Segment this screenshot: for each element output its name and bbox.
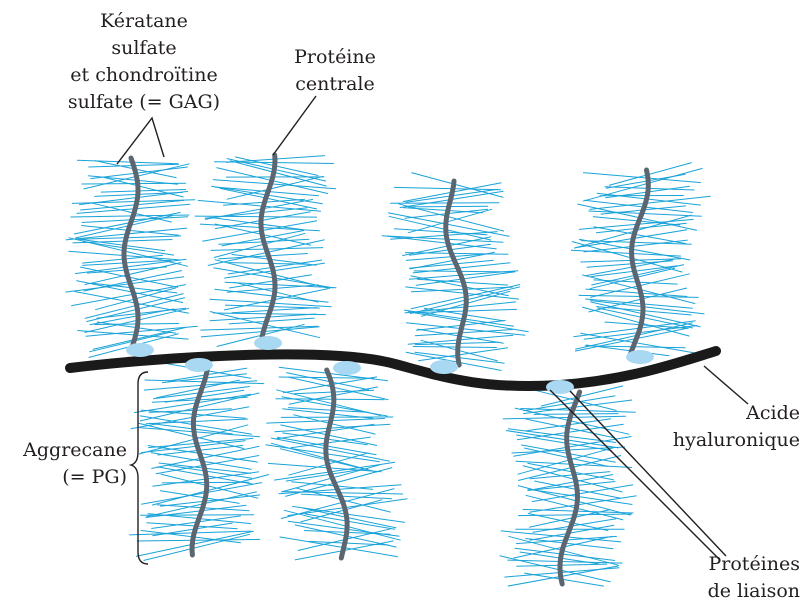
gag-chain [280, 537, 398, 557]
gag-chain [394, 187, 501, 189]
link-protein [626, 350, 654, 364]
gag-chain [77, 160, 179, 163]
label-core-protein-line: centrale [295, 73, 375, 95]
gag-chain [524, 396, 616, 411]
label-gag: Kératane sulfate et chondroïtine sulfate… [68, 10, 220, 113]
label-core-protein: Protéine centrale [294, 46, 376, 95]
gag-chain [141, 483, 262, 505]
label-hyaluronic-acid-line: Acide [745, 402, 800, 424]
link-protein [546, 380, 574, 394]
gag-chain [138, 423, 245, 449]
label-aggrecan-line: Aggrecane [22, 439, 127, 461]
label-core-protein-line: Protéine [294, 46, 376, 68]
gag-chain [232, 308, 317, 313]
proteoglycan-monomer [571, 163, 711, 356]
gag-chain [144, 534, 250, 560]
label-gag-line: Kératane [100, 10, 188, 32]
gag-chain [225, 282, 337, 287]
label-aggrecan: Aggrecane (= PG) [22, 439, 127, 488]
gag-chain [413, 347, 497, 348]
gag-chain [503, 416, 626, 419]
label-gag-line: sulfate (= GAG) [68, 91, 220, 113]
gag-chain [406, 254, 490, 261]
gag-chain [271, 438, 390, 461]
proteoglycan-monomer [129, 364, 269, 561]
label-gag-line: sulfate [111, 37, 176, 59]
hyaluronic-acid-leader-line [704, 366, 748, 404]
proteoglycan-monomer [66, 158, 198, 358]
gag-chain [86, 326, 198, 336]
gag-chain [66, 277, 185, 292]
label-aggrecan-line: (= PG) [62, 466, 127, 488]
gag-chain [75, 259, 187, 273]
proteoglycan-monomer [500, 386, 637, 586]
gag-chain [291, 437, 371, 448]
gag-chain [534, 414, 619, 415]
label-link-proteins-line: de liaison [708, 580, 800, 602]
proteoglycan-group [66, 155, 711, 586]
gag-chain [137, 539, 260, 541]
gag-chain [69, 238, 188, 267]
label-link-proteins: Protéines de liaison [708, 553, 800, 602]
link-protein [126, 343, 154, 357]
gag-chain [596, 223, 687, 232]
core-protein [446, 181, 467, 365]
gag-chain [390, 203, 499, 204]
proteoglycan-monomer [195, 155, 337, 347]
label-hyaluronic-acid-line: hyaluronique [673, 429, 800, 451]
link-protein [333, 361, 361, 375]
core-protein-leader-line [273, 96, 316, 155]
gag-chain [301, 494, 392, 499]
gag-leader-line [117, 118, 164, 164]
label-link-proteins-line: Protéines [709, 553, 801, 575]
link-protein [185, 358, 213, 372]
gag-chain [583, 168, 703, 201]
link-protein [254, 336, 282, 350]
gag-chain [589, 288, 687, 312]
link-protein [430, 360, 458, 374]
proteoglycan-monomer [266, 367, 408, 560]
gag-chain [101, 190, 186, 193]
proteoglycan-monomer [382, 173, 529, 371]
gag-chain [79, 236, 181, 239]
gag-chain [160, 495, 260, 506]
label-hyaluronic-acid: Acide hyaluronique [673, 402, 800, 451]
gag-chain [408, 209, 492, 233]
gag-chain [409, 260, 494, 268]
gag-chain [147, 523, 238, 529]
label-gag-line: et chondroïtine [70, 64, 217, 86]
gag-chain [582, 307, 689, 336]
gag-chain [573, 321, 695, 337]
gag-chain [571, 250, 681, 256]
